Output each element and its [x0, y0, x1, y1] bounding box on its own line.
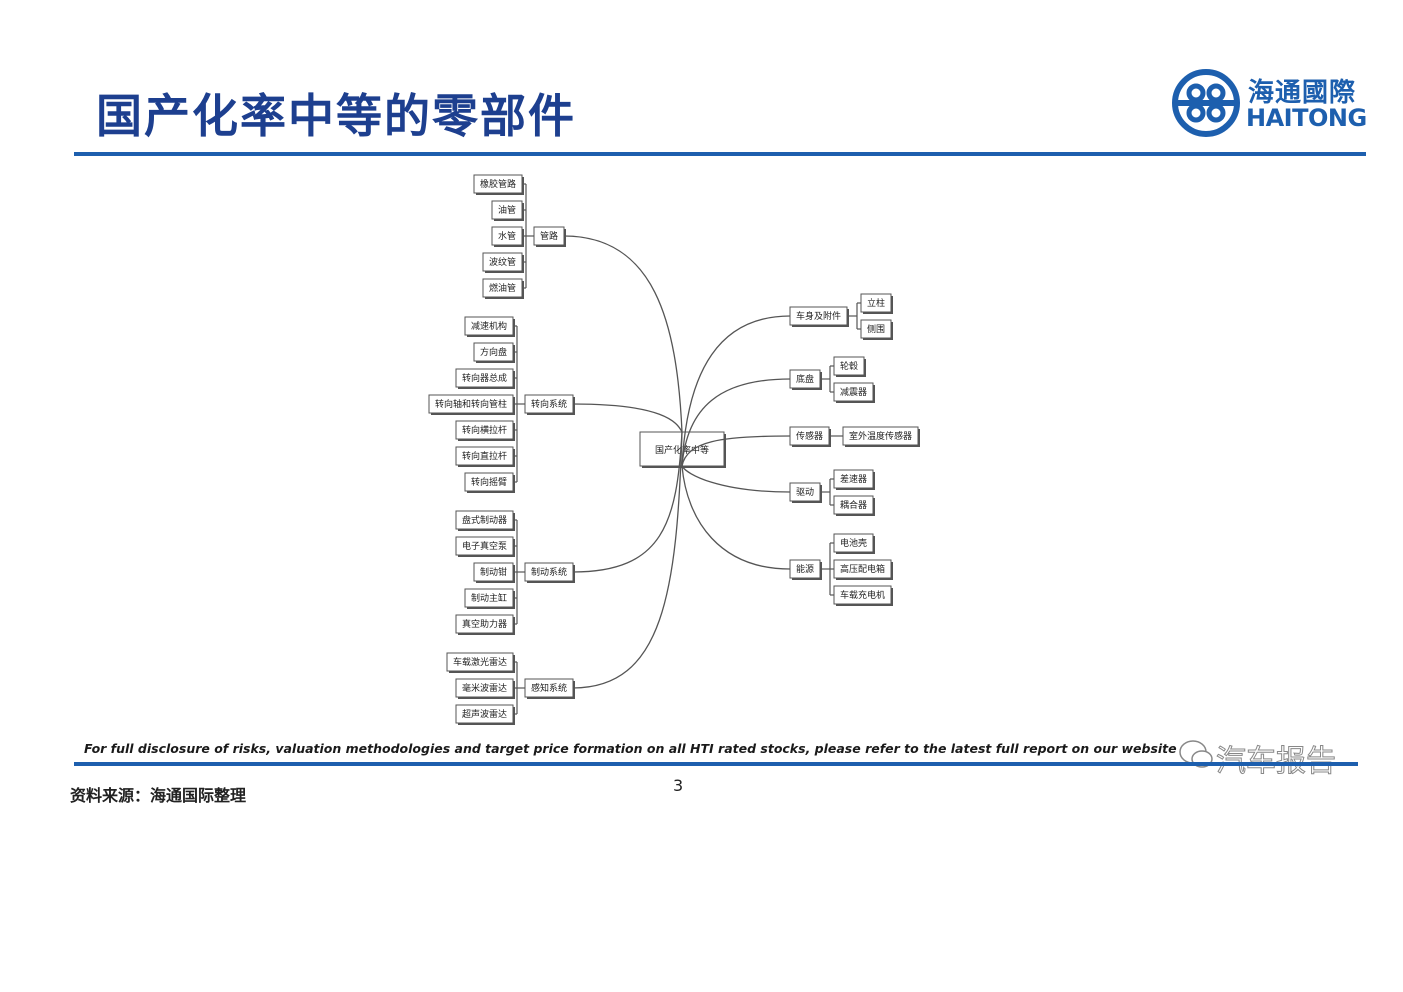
leaf-node-r4-1: 高压配电箱 [840, 563, 885, 575]
leaf-node-1-5: 转向直拉杆 [462, 450, 507, 462]
leaf-node-2-0: 盘式制动器 [462, 514, 507, 526]
branch-node-r0: 车身及附件 [796, 310, 841, 322]
disclosure-text: For full disclosure of risks, valuation … [84, 741, 1177, 756]
branch-link-r2 [681, 435, 791, 467]
logo-english-text: HAITONG [1246, 104, 1367, 132]
leaf-node-0-1: 油管 [498, 204, 516, 216]
leaf-node-r3-0: 差速器 [840, 473, 867, 485]
branch-link-2 [572, 431, 683, 573]
leaf-node-1-2: 转向器总成 [462, 372, 507, 384]
branch-node-r3: 驱动 [796, 487, 814, 498]
branch-node-r4: 能源 [796, 563, 814, 575]
leaf-node-1-1: 方向盘 [480, 346, 507, 358]
wechat-icon [1179, 740, 1213, 768]
branch-node-2: 制动系统 [531, 566, 567, 578]
leaf-node-3-0: 车载激光雷达 [453, 656, 507, 668]
branch-link-r0 [681, 315, 791, 467]
watermark: 汽车报告 [1176, 734, 1366, 780]
page-title: 国产化率中等的零部件 [96, 89, 576, 143]
header-rule [74, 152, 1366, 156]
leaf-node-r1-1: 减震器 [840, 386, 867, 398]
leaf-node-2-1: 电子真空泵 [462, 540, 507, 552]
page-number: 3 [673, 776, 684, 795]
branch-link-3 [572, 431, 683, 689]
leaf-node-2-3: 制动主缸 [471, 592, 507, 604]
leaf-node-1-0: 减速机构 [471, 320, 507, 332]
leaf-node-r3-1: 耦合器 [840, 499, 867, 511]
leaf-node-3-2: 超声波雷达 [462, 708, 507, 720]
branch-node-0: 管路 [540, 230, 558, 242]
leaf-node-r0-1: 侧围 [867, 323, 885, 335]
branch-node-1: 转向系统 [531, 398, 567, 410]
leaf-node-1-4: 转向横拉杆 [462, 424, 507, 436]
leaf-node-1-6: 转向摇臂 [471, 476, 507, 488]
leaf-node-0-0: 橡胶管路 [480, 178, 516, 190]
branch-node-r2: 传感器 [796, 430, 823, 442]
watermark-text: 汽车报告 [1216, 736, 1337, 780]
branch-link-1 [572, 403, 683, 433]
haitong-logo: 海通國際 HAITONG [1170, 66, 1370, 140]
leaf-node-2-2: 制动钳 [480, 566, 507, 578]
leaf-node-r2-0: 室外温度传感器 [849, 430, 912, 442]
leaf-node-1-3: 转向轴和转向管柱 [435, 398, 507, 410]
leaf-node-3-1: 毫米波雷达 [462, 682, 507, 694]
source-note: 资料来源：海通国际整理 [70, 786, 247, 805]
footer-rule [74, 762, 1358, 766]
branch-link-0 [563, 235, 683, 433]
leaf-node-0-2: 水管 [498, 230, 516, 242]
leaf-node-r0-0: 立柱 [867, 297, 885, 309]
branch-node-r1: 底盘 [796, 373, 814, 385]
branch-link-r3 [681, 465, 791, 493]
leaf-node-r4-0: 电池壳 [840, 537, 867, 549]
logo-chinese-text: 海通國際 [1248, 78, 1357, 108]
branch-link-r1 [681, 378, 791, 467]
leaf-node-r4-2: 车载充电机 [840, 589, 885, 601]
branch-node-3: 感知系统 [531, 682, 567, 694]
branch-link-r4 [681, 465, 791, 570]
mind-map-diagram: 国产化率中等管路橡胶管路油管水管波纹管燃油管转向系统减速机构方向盘转向器总成转向… [428, 174, 920, 725]
leaf-node-r1-0: 轮毂 [840, 360, 858, 372]
leaf-node-2-4: 真空助力器 [462, 618, 507, 630]
haitong-emblem-icon [1172, 69, 1240, 137]
leaf-node-0-3: 波纹管 [489, 256, 516, 268]
leaf-node-0-4: 燃油管 [489, 282, 516, 294]
